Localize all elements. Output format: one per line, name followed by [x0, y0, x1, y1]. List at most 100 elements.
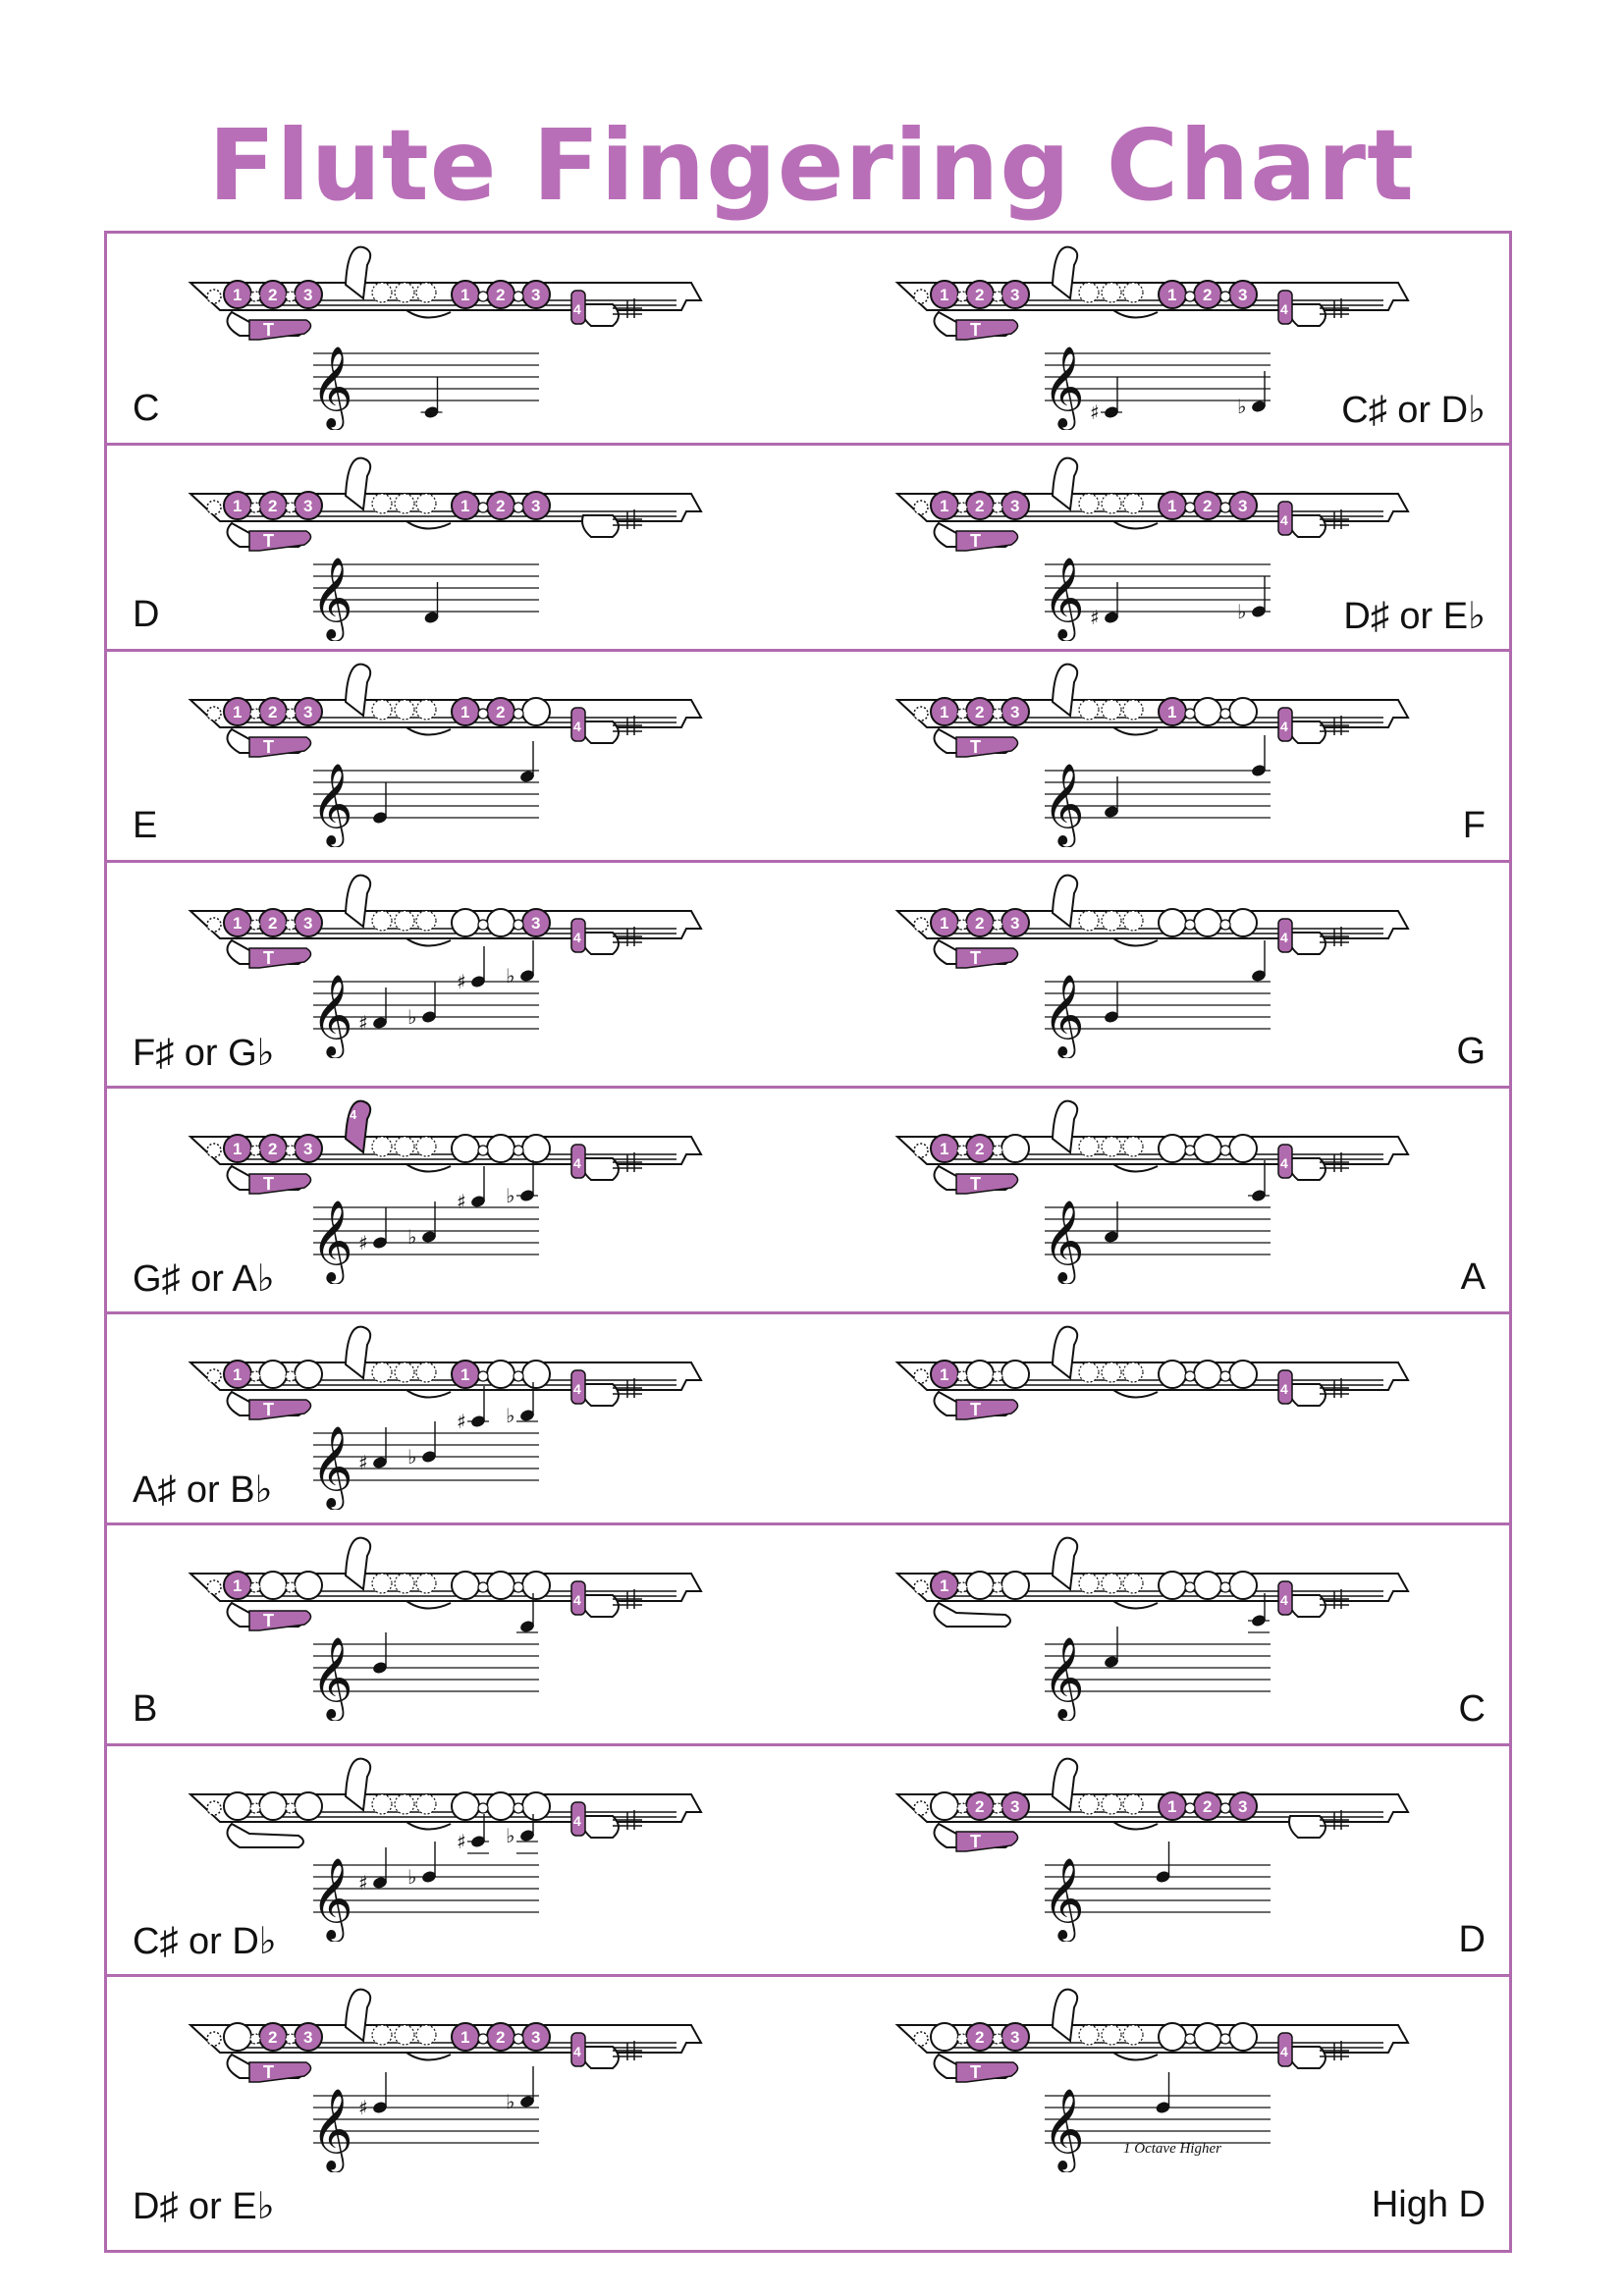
flute-diagram: T14 — [188, 1536, 703, 1631]
lh-key-2 — [258, 1360, 288, 1389]
svg-text:♯: ♯ — [457, 1830, 466, 1853]
thumb-key: T — [933, 1390, 1019, 1420]
svg-text:4: 4 — [573, 301, 581, 317]
svg-text:2: 2 — [975, 2028, 984, 2047]
note — [1248, 1160, 1270, 1201]
treble-clef-icon: 𝄞 — [311, 1856, 353, 1942]
lh-key-1 — [223, 2022, 252, 2052]
svg-text:2: 2 — [975, 286, 984, 304]
lh-key-3 — [1001, 1134, 1030, 1163]
lh-key-1: 1 — [223, 280, 252, 309]
lh-key-3: 3 — [294, 1134, 323, 1163]
treble-clef-icon: 𝄞 — [1043, 2087, 1085, 2172]
thumb-label: T — [263, 737, 274, 757]
svg-text:2: 2 — [975, 497, 984, 515]
row-divider — [107, 649, 1509, 652]
lh-key-2: 2 — [258, 908, 288, 937]
svg-text:3: 3 — [303, 286, 312, 304]
svg-text:2: 2 — [1203, 286, 1212, 304]
svg-text:2: 2 — [496, 703, 505, 721]
note: ♯ — [457, 946, 485, 993]
svg-text:3: 3 — [303, 914, 312, 933]
svg-text:♯: ♯ — [358, 2096, 368, 2119]
lh-key-2 — [258, 1571, 288, 1600]
note: ♭ — [506, 1382, 538, 1427]
rh-key-1: 1 — [1158, 491, 1187, 520]
note: ♭ — [506, 1814, 538, 1854]
svg-text:♭: ♭ — [407, 1005, 416, 1029]
svg-text:1: 1 — [460, 2028, 469, 2047]
svg-text:1: 1 — [940, 914, 948, 933]
gsharp-lever — [344, 1536, 372, 1591]
staff: 𝄞♯♭♯♭ — [311, 1160, 539, 1284]
note: ♭ — [1237, 576, 1266, 623]
svg-text:4: 4 — [573, 1813, 581, 1829]
lh-key-2: 2 — [258, 491, 288, 520]
note — [1105, 982, 1118, 1023]
lh-key-2: 2 — [965, 280, 995, 309]
svg-text:♭: ♭ — [1237, 600, 1246, 623]
note: ♯ — [457, 1166, 485, 1213]
pinky-keys: 4 — [1277, 918, 1349, 955]
thumb-key: T — [226, 521, 312, 552]
staff: 𝄞♯♭♯♭ — [311, 1382, 539, 1510]
svg-text:♯: ♯ — [457, 1190, 466, 1213]
lh-key-2: 2 — [258, 1134, 288, 1163]
lh-key-1: 1 — [223, 491, 252, 520]
lh-key-2 — [965, 1360, 995, 1389]
staff: 𝄞♯♭ — [1043, 345, 1271, 430]
svg-text:1: 1 — [1167, 1797, 1176, 1816]
svg-text:3: 3 — [303, 2028, 312, 2047]
flute-diagram: 4 — [188, 1757, 703, 1848]
note-name-label: G — [1456, 1031, 1486, 1072]
staff: 𝄞 — [1043, 1160, 1271, 1284]
svg-text:1: 1 — [940, 1365, 948, 1384]
staff: 𝄞 — [311, 345, 539, 430]
svg-text:2: 2 — [268, 286, 277, 304]
note — [424, 582, 439, 623]
note: ♯ — [358, 1207, 387, 1255]
note — [373, 1632, 387, 1674]
svg-text:3: 3 — [1010, 286, 1019, 304]
thumb-key — [226, 1822, 304, 1848]
lh-key-1: 1 — [223, 1134, 252, 1163]
treble-clef-icon: 𝄞 — [311, 2087, 353, 2172]
lh-key-2: 2 — [965, 1134, 995, 1163]
gsharp-lever — [1051, 1988, 1079, 2043]
gsharp-lever — [344, 245, 372, 300]
treble-clef-icon: 𝄞 — [311, 345, 353, 430]
svg-text:2: 2 — [268, 914, 277, 933]
svg-text:4: 4 — [1280, 2044, 1288, 2059]
svg-text:♯: ♯ — [1090, 400, 1100, 424]
treble-clef-icon: 𝄞 — [311, 1199, 353, 1284]
note-name-label: B — [133, 1688, 158, 1730]
thumb-label: T — [970, 320, 981, 340]
thumb-key: T — [933, 2053, 1019, 2083]
thumb-label: T — [263, 948, 274, 968]
svg-text:4: 4 — [573, 1381, 581, 1397]
lh-key-1: 1 — [223, 697, 252, 726]
note: ♯ — [358, 988, 387, 1035]
gsharp-lever — [1051, 456, 1079, 511]
svg-text:3: 3 — [1238, 1797, 1247, 1816]
thumb-key: T — [226, 1601, 312, 1631]
lh-key-1: 1 — [223, 908, 252, 937]
svg-text:3: 3 — [531, 497, 540, 515]
note-name-label: C — [133, 388, 160, 429]
treble-clef-icon: 𝄞 — [311, 973, 353, 1058]
note-name-label: G♯ or A♭ — [133, 1258, 275, 1300]
svg-text:♯: ♯ — [457, 1410, 466, 1433]
svg-text:3: 3 — [1238, 497, 1247, 515]
svg-text:♭: ♭ — [407, 1225, 416, 1249]
note-name-label: D♯ or E♭ — [133, 2186, 275, 2227]
svg-text:2: 2 — [975, 1140, 984, 1158]
